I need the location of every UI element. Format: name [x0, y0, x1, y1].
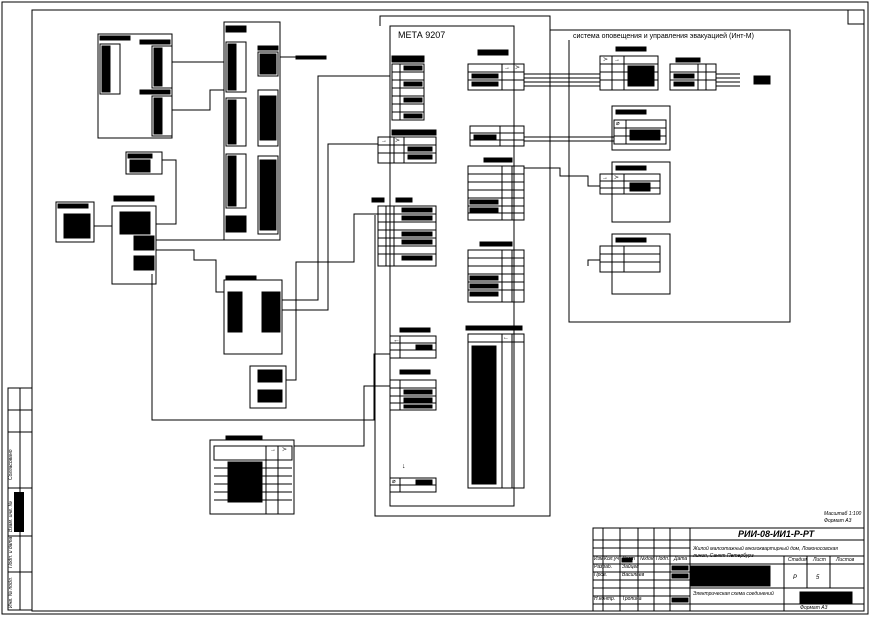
cabinet-block-left-2	[377, 129, 437, 164]
wiring	[94, 61, 390, 447]
arrow-left-icon: ←	[503, 335, 509, 341]
list-header: Лист	[622, 556, 635, 562]
split-icon: ≻	[603, 57, 609, 63]
arrow-left-icon: ←	[393, 337, 400, 344]
date-header: Дата	[674, 556, 688, 562]
key-icon: ⌀	[616, 121, 620, 127]
warning-system-group	[550, 29, 791, 323]
cabinet-block-left-1	[391, 55, 425, 121]
stage-header: Стадия	[788, 557, 807, 563]
split-icon: ≻	[395, 138, 401, 144]
split-icon: ≻	[282, 447, 288, 453]
inner-frame	[31, 9, 865, 612]
cabinet-block-right-3	[467, 157, 525, 221]
doc-header: №док	[640, 556, 654, 562]
checker-role: Пров.	[594, 572, 608, 578]
left-margin-strip	[7, 387, 33, 611]
developer-name: Зайцев	[622, 564, 639, 570]
arrow-right-icon: →	[602, 175, 608, 181]
arrow-right-icon: →	[270, 447, 276, 453]
cabinet-block-right-5	[465, 325, 525, 489]
norm-control-role: Н.контр.	[594, 596, 616, 602]
split-icon: ≻	[515, 65, 521, 71]
device-name: МЕТА 9207	[398, 30, 446, 40]
sheet-value: 5	[816, 575, 820, 581]
sheet-header: Лист	[813, 557, 826, 563]
cabinet-block-right-1	[467, 49, 525, 91]
scale-label: Масштаб 1:100	[824, 511, 862, 517]
side-strip-sign-date: Подп. и дата	[8, 536, 14, 568]
key-icon: ⌀	[392, 479, 396, 485]
norm-control-name: Тропина	[622, 596, 642, 602]
count-header: Кол.уч	[604, 556, 619, 562]
cabinet-block-right-4	[467, 241, 525, 303]
document-code: РИИ-08-ИИ1-Р-РТ	[738, 529, 815, 539]
side-strip-original-inv: Инв. № подл.	[8, 576, 14, 608]
developer-role: Разраб.	[594, 564, 613, 570]
arrow-right-icon: →	[381, 138, 387, 144]
stage-value: Р	[793, 575, 798, 581]
corner-box	[847, 9, 865, 25]
warning-system-title: система оповещения и управления эвакуаци…	[573, 33, 754, 40]
left-equipment	[55, 21, 327, 515]
arrow-down-icon: ↓	[402, 463, 406, 470]
side-strip-approved: Согласовано	[8, 449, 14, 481]
change-header: Изм	[594, 556, 604, 562]
split-icon: ≻	[614, 175, 620, 181]
cabinet-block-left-6	[389, 477, 437, 493]
cabinet-block-left-4	[389, 327, 437, 359]
format-label: Формат А3	[824, 518, 852, 524]
arrow-right-icon: →	[614, 57, 620, 63]
title-block-lines	[592, 527, 865, 612]
arrow-right-icon: →	[504, 65, 510, 71]
project-description: Жилой малоэтажный многоквартирный дом, Л…	[693, 546, 838, 559]
cabinet-block-left-3	[371, 197, 437, 267]
sheet-title: Электрическая схема соединений	[693, 591, 774, 597]
side-strip-replacement-inv: Взам. инв. №	[8, 501, 14, 532]
cabinet-block-right-2	[469, 125, 525, 147]
cabinet-block-left-5	[389, 369, 437, 411]
bottom-format-label: Формат А3	[800, 605, 828, 611]
checker-name: Васильев	[622, 572, 645, 578]
bus-lines-warning	[524, 73, 771, 266]
sign-header: Подп.	[656, 556, 670, 562]
sheets-header: Листов	[836, 557, 855, 563]
